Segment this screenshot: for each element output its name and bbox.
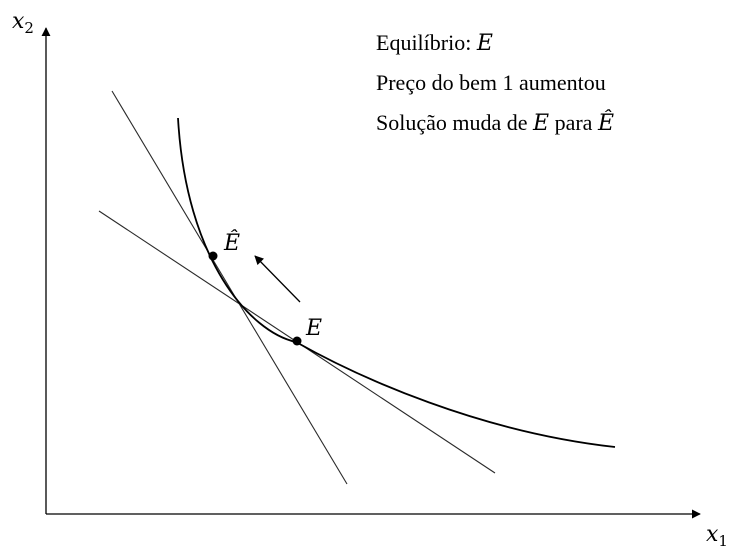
x-axis-label: x1 bbox=[706, 522, 728, 550]
y-axis-label: x2 bbox=[12, 9, 34, 37]
legend-line-3-math-a: E bbox=[533, 111, 550, 136]
legend-line-2-text: Preço do bem 1 aumentou bbox=[376, 70, 606, 95]
x-axis-subscript: 1 bbox=[718, 532, 728, 550]
legend-line-3-mid: para bbox=[549, 110, 598, 135]
point-e bbox=[292, 336, 302, 346]
point-ehat bbox=[208, 251, 218, 261]
indifference-curve bbox=[177, 117, 616, 448]
legend-line-3: Solução muda de E para Ê bbox=[376, 110, 614, 136]
legend-line-1: Equilíbrio: E bbox=[376, 30, 493, 56]
budget-line-new bbox=[111, 90, 348, 485]
legend-line-1-math: E bbox=[476, 31, 493, 56]
point-e-label: E bbox=[305, 316, 322, 341]
y-axis-subscript: 2 bbox=[24, 19, 34, 37]
shift-arrow bbox=[254, 255, 301, 303]
point-ehat-label: Ê bbox=[223, 229, 240, 256]
legend-line-1-text: Equilíbrio: bbox=[376, 30, 477, 55]
legend-line-3-text: Solução muda de bbox=[376, 110, 534, 135]
legend-line-2: Preço do bem 1 aumentou bbox=[376, 70, 606, 96]
legend-line-3-math-b: Ê bbox=[597, 111, 615, 136]
